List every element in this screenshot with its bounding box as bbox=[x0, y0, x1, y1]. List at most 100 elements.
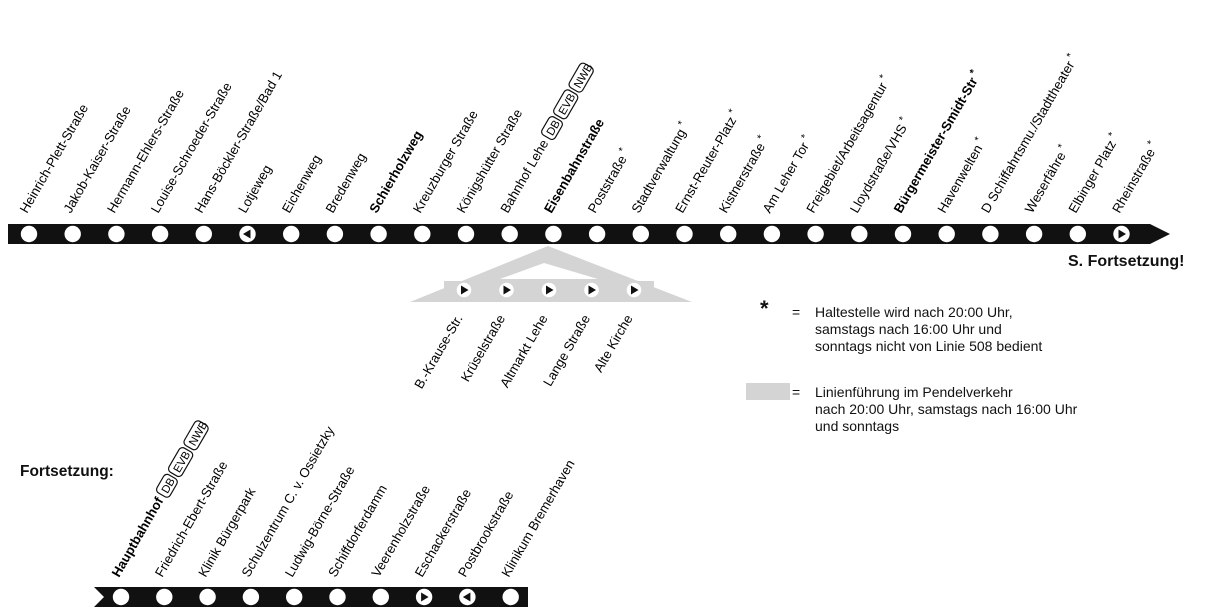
legend-star-line-1: Haltestelle wird nach 20:00 Uhr, bbox=[815, 304, 1013, 320]
continuation-stop-circle bbox=[242, 588, 260, 606]
rail-badge-frame bbox=[568, 62, 594, 93]
continuation-stop-circle bbox=[329, 588, 346, 606]
star-marker: * bbox=[897, 115, 909, 125]
main-stop-name: Eichenweg bbox=[279, 152, 324, 215]
direction-arrow-right-icon bbox=[503, 285, 511, 295]
main-stop-name: Hermann-Ehlers-Straße bbox=[104, 87, 187, 216]
main-stop-label: Louise-Schroeder-Straße bbox=[148, 80, 235, 216]
shuttle-stop-name: Alte Kirche bbox=[591, 312, 636, 375]
star-marker: * bbox=[1055, 142, 1067, 152]
main-stop-name: Louise-Schroeder-Straße bbox=[148, 80, 235, 216]
direction-arrow-right-icon bbox=[421, 592, 429, 602]
main-stop-circle bbox=[676, 225, 693, 243]
direction-arrow-left-icon bbox=[462, 592, 471, 602]
star-marker: * bbox=[755, 133, 767, 143]
direction-arrow-right-icon bbox=[546, 285, 554, 295]
shuttle-stop-label: Alte Kirche bbox=[591, 312, 636, 375]
direction-arrow-right-icon bbox=[461, 285, 469, 295]
star-marker: * bbox=[1145, 139, 1157, 149]
main-stop-circle bbox=[20, 225, 38, 243]
main-stop-circle bbox=[326, 225, 344, 243]
shuttle-stop-name: Krüselstraße bbox=[458, 312, 508, 384]
main-stop-label: Hermann-Ehlers-Straße bbox=[104, 87, 187, 216]
main-stop-name: D Schiffahrtsmu./Stadttheater* bbox=[976, 51, 1081, 215]
main-stop-name: Weserfähre* bbox=[1020, 142, 1072, 215]
star-marker: * bbox=[967, 67, 980, 77]
legend-box-line-1: Linienführung im Pendelverkehr bbox=[815, 384, 1013, 400]
main-stop-name: Bredenweg bbox=[323, 150, 369, 215]
star-marker: * bbox=[972, 135, 984, 145]
continuation-stop-circle bbox=[372, 588, 389, 606]
star-marker: * bbox=[1106, 130, 1118, 140]
main-stop-label: Lotjeweg bbox=[235, 162, 274, 215]
star-marker: * bbox=[726, 107, 738, 117]
main-stop-name: Hans-Böckler-Straße/Bad 1 bbox=[191, 68, 285, 215]
direction-arrow-right-icon bbox=[1118, 229, 1126, 239]
main-stop-label: Eichenweg bbox=[279, 152, 324, 215]
main-stop-circle bbox=[763, 225, 781, 243]
rail-badge-frame bbox=[167, 447, 194, 478]
legend-box-line-3: und sonntags bbox=[815, 418, 900, 434]
continuation-stop-circle bbox=[199, 588, 216, 606]
continuation-note: S. Fortsetzung! bbox=[1068, 253, 1185, 270]
main-stop-circle bbox=[151, 225, 169, 243]
main-stop-circle bbox=[938, 225, 955, 243]
main-stop-circle bbox=[501, 225, 518, 243]
main-stop-label: Bürgermeister-Smidt-Str* bbox=[889, 67, 985, 216]
main-stop-name: Poststraße* bbox=[583, 146, 633, 216]
legend-box-equals: = bbox=[792, 384, 801, 400]
main-stop-circle bbox=[894, 225, 912, 243]
direction-arrow-right-icon bbox=[631, 285, 639, 295]
star-marker: * bbox=[799, 132, 811, 142]
continuation-stop-circle bbox=[502, 588, 519, 606]
rail-badge-frame bbox=[155, 473, 178, 498]
main-stop-circle bbox=[414, 225, 431, 243]
main-stop-circle bbox=[283, 225, 300, 243]
continuation-stop-name: Klinikum Bremerhaven bbox=[498, 457, 577, 579]
main-stop-circle bbox=[64, 225, 81, 243]
main-stop-circle bbox=[108, 225, 125, 243]
main-stop-circle bbox=[457, 225, 475, 243]
main-stop-name: Lotjeweg bbox=[235, 162, 274, 215]
main-stop-label: Weserfähre* bbox=[1020, 142, 1072, 215]
main-stop-circle bbox=[1025, 225, 1043, 243]
star-marker: * bbox=[675, 119, 687, 129]
main-stop-label: Bredenweg bbox=[323, 150, 369, 215]
direction-arrow-right-icon bbox=[588, 285, 596, 295]
main-stop-circle bbox=[807, 225, 824, 243]
direction-arrow-left-icon bbox=[243, 229, 251, 239]
rail-badge-frame bbox=[541, 116, 563, 141]
legend-shuttle-swatch bbox=[746, 383, 790, 400]
main-stop-name: Bürgermeister-Smidt-Str* bbox=[889, 67, 985, 216]
shuttle-stop-name: B.-Krause-Str. bbox=[411, 312, 465, 391]
main-stop-label: Freigebiet/Arbeitsagentur* bbox=[801, 73, 893, 216]
rail-badge-frame bbox=[553, 89, 579, 120]
legend-star-line-3: sonntags nicht von Linie 508 bedient bbox=[815, 338, 1043, 354]
legend-star-equals: = bbox=[792, 304, 801, 320]
legend-star-line-2: samstags nach 16:00 Uhr und bbox=[815, 321, 1002, 337]
main-stop-circle bbox=[545, 225, 562, 243]
star-marker: * bbox=[877, 73, 889, 83]
main-stop-circle bbox=[851, 225, 868, 243]
main-stop-label: Poststraße* bbox=[583, 146, 633, 216]
main-stop-circle bbox=[720, 225, 737, 243]
main-stop-circle bbox=[632, 225, 649, 243]
continuation-stop-circle bbox=[286, 588, 303, 606]
continuation-label: Fortsetzung: bbox=[20, 463, 114, 480]
legend-box-line-2: nach 20:00 Uhr, samstags nach 16:00 Uhr bbox=[815, 401, 1078, 417]
continuation-stop-label: Klinikum Bremerhaven bbox=[498, 457, 577, 579]
main-stop-circle bbox=[370, 225, 387, 243]
main-stop-circle bbox=[982, 225, 999, 243]
main-stop-label: D Schiffahrtsmu./Stadttheater* bbox=[976, 51, 1081, 215]
shuttle-stop-label: Krüselstraße bbox=[458, 312, 508, 384]
main-stop-circle bbox=[588, 225, 606, 243]
legend-star-symbol: * bbox=[760, 296, 769, 321]
main-stop-circle bbox=[1069, 225, 1087, 243]
main-stop-label: Hans-Böckler-Straße/Bad 1 bbox=[191, 68, 285, 215]
continuation-stop-circle bbox=[156, 588, 173, 606]
main-stop-circle bbox=[195, 225, 212, 243]
rail-badge-frame bbox=[183, 420, 209, 451]
continuation-stop-circle bbox=[112, 588, 130, 606]
star-marker: * bbox=[1064, 51, 1076, 61]
